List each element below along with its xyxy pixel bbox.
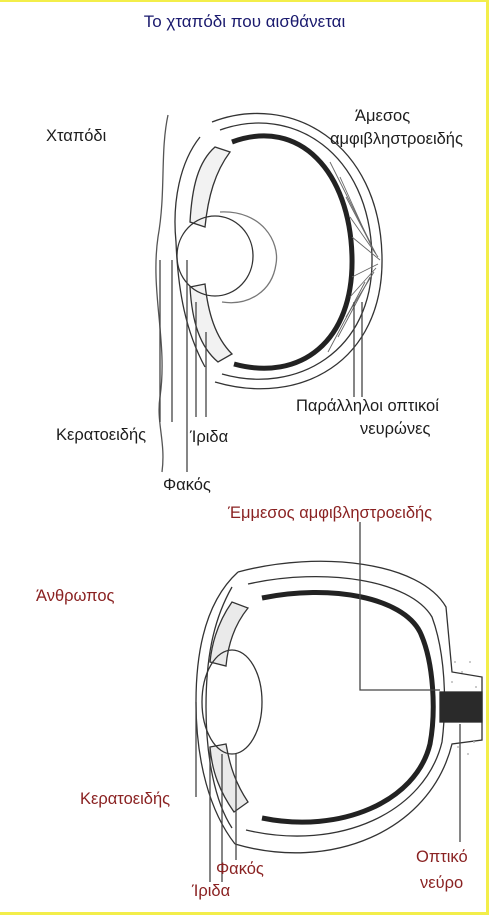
human-iris-label: Ίριδα (192, 882, 230, 901)
direct-retina-label-1: Άμεσος (355, 107, 410, 126)
octopus-upper-iris (190, 147, 230, 227)
human-cornea-label: Κερατοειδής (80, 790, 170, 809)
octopus-iris-label: Ίριδα (190, 428, 228, 447)
direct-retina-label-2: αμφιβληστροειδής (330, 130, 463, 149)
parallel-neurons-label-2: νευρώνες (360, 420, 430, 439)
octopus-cornea-label: Κερατοειδής (56, 426, 146, 445)
octopus-eye-outer-wall (212, 113, 382, 388)
indirect-retina-label: Έμμεσος αμφιβληστροειδής (228, 504, 432, 523)
octopus-eye (156, 113, 382, 472)
octopus-skin-edge (156, 115, 168, 472)
human-lens-label: Φακός (216, 860, 264, 879)
parallel-neurons-label-1: Παράλληλοι οπτικοί (296, 397, 439, 416)
octopus-label: Χταπόδι (46, 127, 106, 146)
human-eye (196, 522, 482, 882)
human-lens (202, 650, 262, 754)
human-label: Άνθρωπος (36, 587, 114, 606)
octopus-lens-label: Φακός (163, 476, 211, 495)
optic-nerve-shape (440, 692, 482, 722)
optic-nerve-label-2: νεύρο (420, 874, 463, 893)
optic-nerve-label-1: Οπτικό (416, 848, 468, 867)
octopus-lens (177, 216, 253, 296)
page-title: Το χταπόδι που αισθάνεται (0, 12, 489, 32)
human-retina (262, 592, 433, 822)
human-upper-iris (210, 602, 248, 666)
